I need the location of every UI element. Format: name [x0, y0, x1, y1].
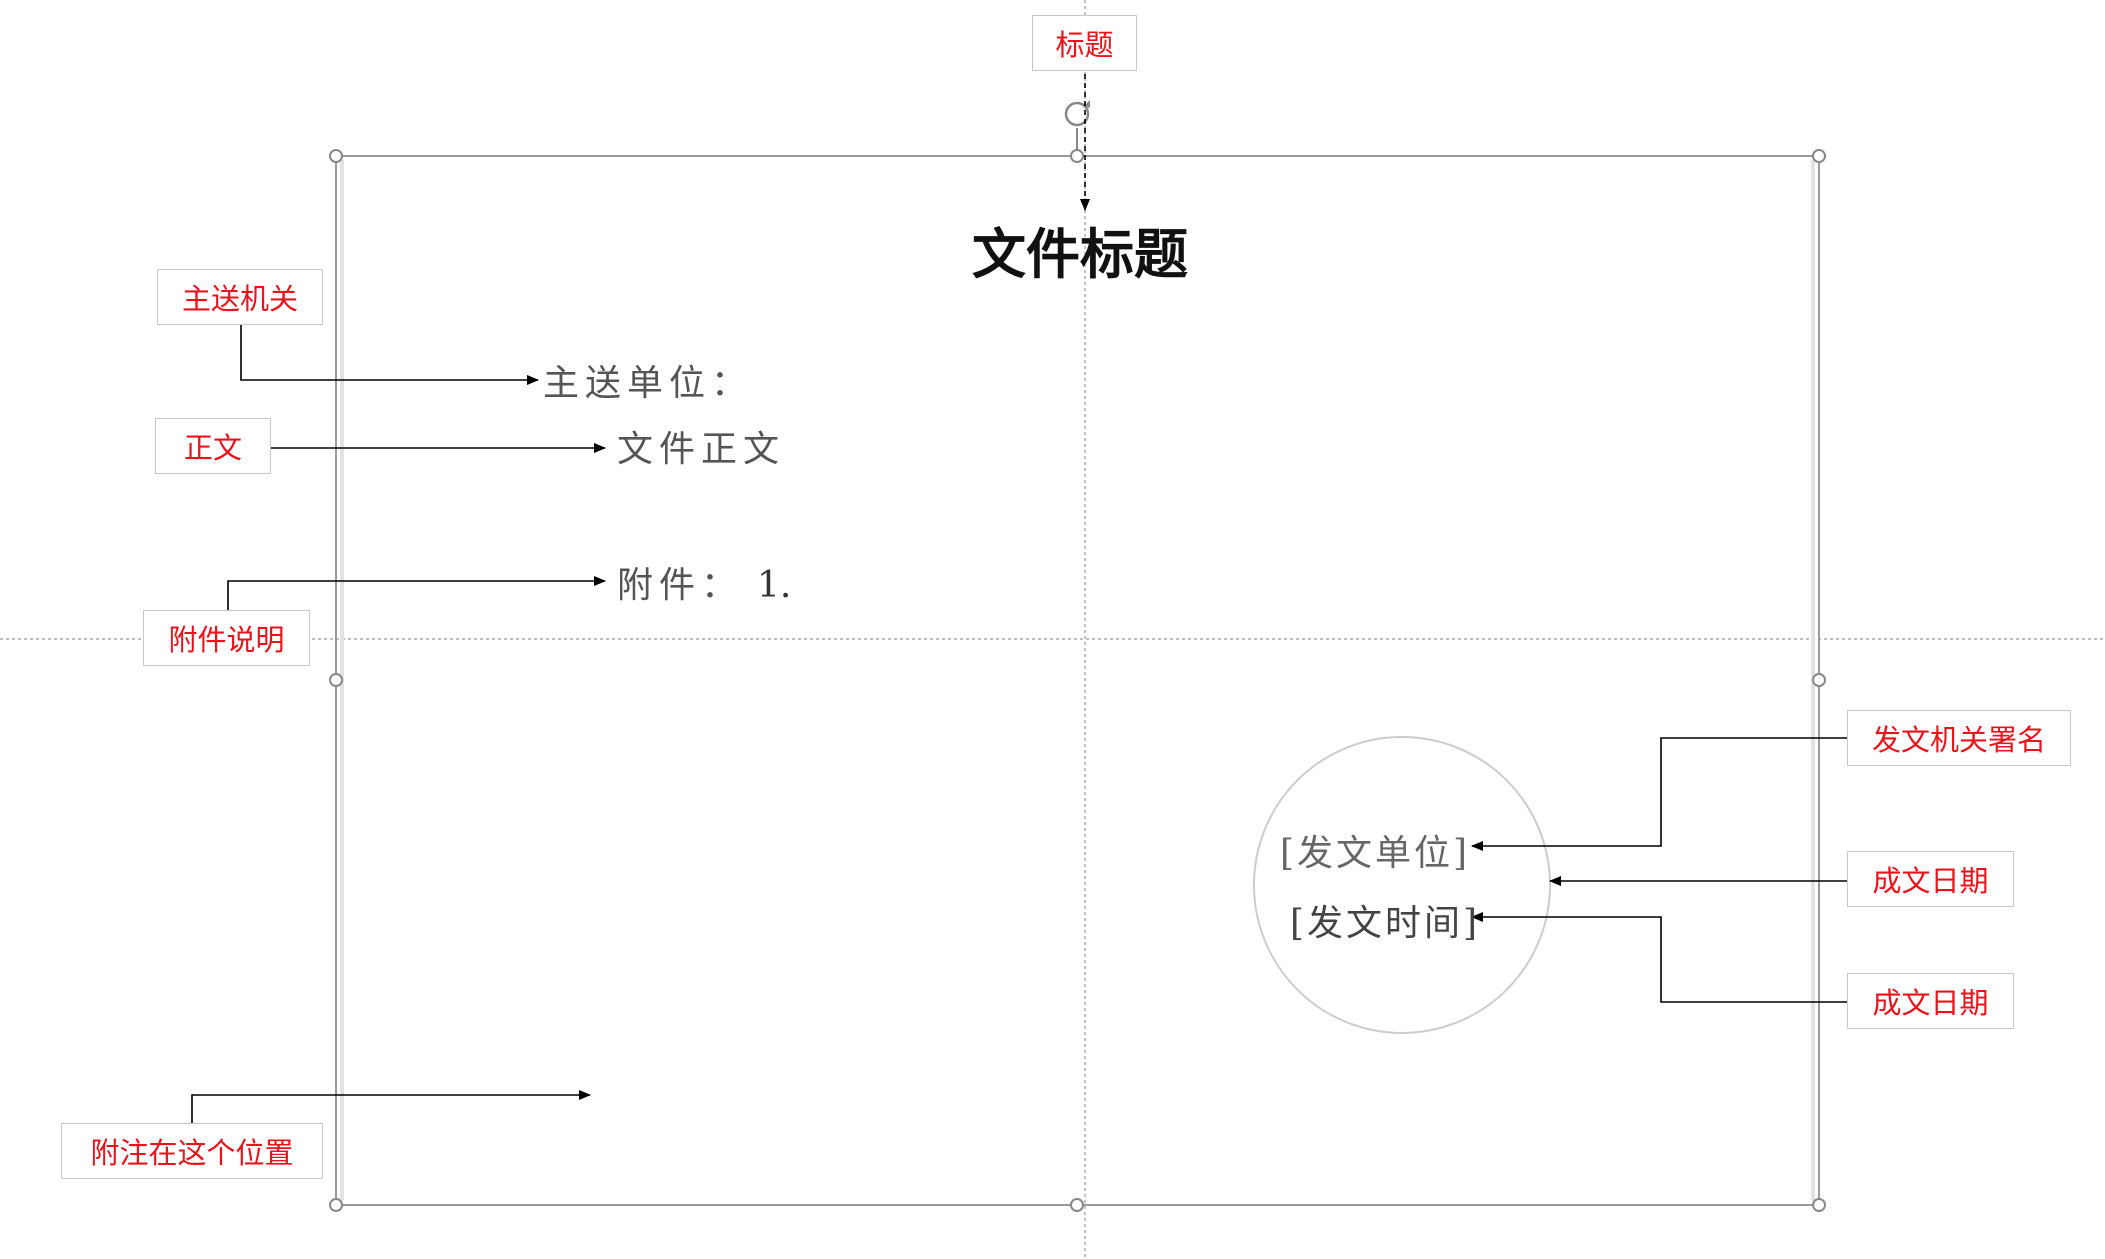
rotate-arrow-icon: [1084, 100, 1090, 108]
callout-title: 标题: [1032, 15, 1137, 71]
callout-recipient-org: 主送机关: [157, 269, 323, 325]
page-frame[interactable]: [335, 155, 1820, 1206]
rotate-handle-icon[interactable]: [1064, 101, 1090, 127]
callout-issue-date-1: 成文日期: [1847, 851, 2014, 907]
resize-handle-right[interactable]: [1812, 673, 1826, 687]
callout-issue-date-2: 成文日期: [1847, 973, 2014, 1029]
attachment-line[interactable]: 附件： 1.: [617, 556, 791, 608]
resize-handle-top[interactable]: [1070, 149, 1084, 163]
resize-handle-top-left[interactable]: [329, 149, 343, 163]
resize-handle-bottom-right[interactable]: [1812, 1198, 1826, 1212]
callout-footnote-position: 附注在这个位置: [61, 1123, 323, 1179]
resize-handle-bottom-left[interactable]: [329, 1198, 343, 1212]
resize-handle-bottom[interactable]: [1070, 1198, 1084, 1212]
resize-handle-left[interactable]: [329, 673, 343, 687]
seal-circle: [1253, 736, 1551, 1034]
recipient-connector: [240, 325, 539, 385]
issuer-connector: [1471, 737, 1847, 851]
attachment-number: 1.: [757, 565, 792, 606]
issuer-placeholder[interactable]: [发文单位]: [1280, 833, 1471, 874]
attachment-connector: [227, 576, 606, 610]
resize-handle-top-right[interactable]: [1812, 149, 1826, 163]
date-placeholder[interactable]: [发文时间]: [1290, 903, 1481, 944]
callout-attachment-note: 附件说明: [143, 610, 310, 666]
document-title[interactable]: 文件标题: [972, 223, 1188, 286]
body-text[interactable]: 文件正文: [617, 429, 786, 470]
footnote-connector: [191, 1090, 591, 1123]
attachment-label: 附件：: [617, 565, 744, 606]
date-connector-2: [1471, 912, 1847, 1003]
callout-body: 正文: [155, 418, 271, 474]
recipient-text[interactable]: 主送单位：: [543, 363, 754, 404]
callout-issuer-signature: 发文机关署名: [1847, 710, 2071, 766]
